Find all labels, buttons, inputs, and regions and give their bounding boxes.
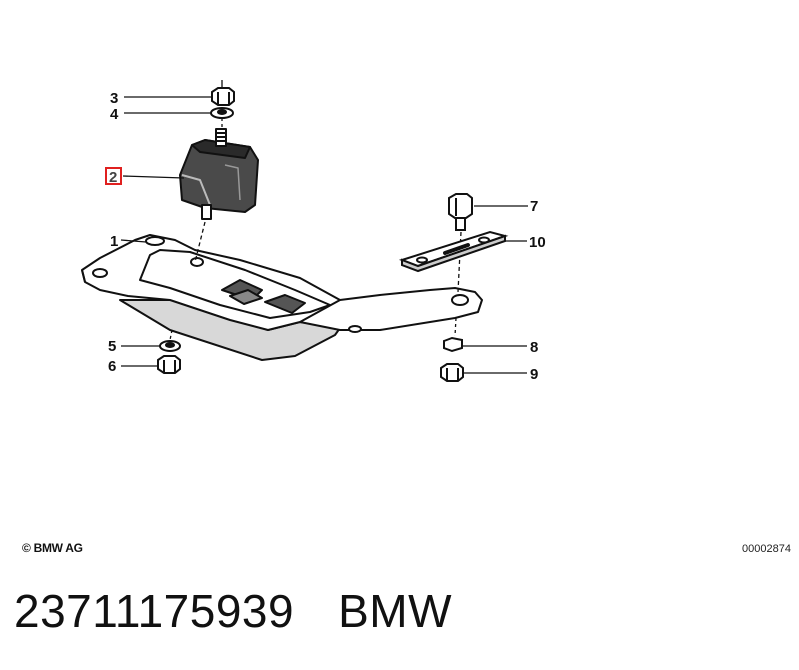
- callout-6[interactable]: 6: [108, 358, 116, 375]
- assembly-axis: [169, 329, 173, 341]
- parts-diagram: 3 4 2 1 7 10 5 6 8 9: [81, 80, 546, 383]
- washer-top: [210, 107, 234, 119]
- brand-name: BMW: [338, 585, 453, 637]
- callout-1[interactable]: 1: [110, 233, 118, 250]
- leader-lines: [120, 96, 528, 374]
- transmission-crossmember: [81, 234, 483, 361]
- washer-right: [443, 336, 463, 353]
- assembly-axis: [454, 317, 457, 337]
- image-code: 00002874: [742, 543, 791, 555]
- nut-top: [211, 87, 235, 106]
- part-number: 23711175939: [14, 585, 295, 637]
- callout-10[interactable]: 10: [529, 234, 546, 251]
- nut-right: [440, 363, 464, 382]
- callout-5[interactable]: 5: [108, 338, 116, 355]
- rubber-mount: [179, 128, 259, 220]
- callout-9[interactable]: 9: [530, 366, 538, 383]
- callout-4[interactable]: 4: [110, 106, 119, 123]
- mounting-plate: [398, 230, 509, 273]
- nut-left: [157, 355, 181, 374]
- callout-8[interactable]: 8: [530, 339, 538, 356]
- part-caption: 23711175939 BMW: [14, 584, 452, 638]
- washer-left: [159, 340, 181, 352]
- copyright-notice: © BMW AG: [22, 541, 83, 555]
- callout-2-highlight: [105, 167, 122, 185]
- callout-2[interactable]: 2: [109, 169, 117, 186]
- callout-7[interactable]: 7: [530, 198, 538, 215]
- callout-3[interactable]: 3: [110, 90, 118, 107]
- bolt-right: [448, 193, 473, 231]
